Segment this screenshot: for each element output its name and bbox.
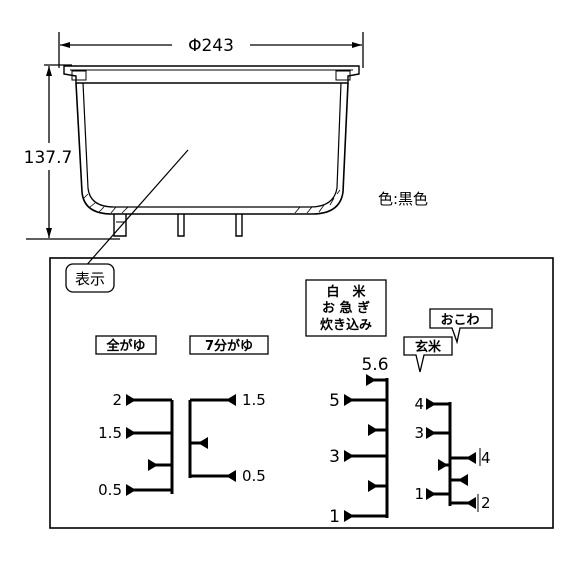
zengayu-mark-1-5: 1.5 (98, 424, 122, 442)
hakumai-mark-5-6: 5.6 (361, 355, 388, 375)
markings-panel (49, 257, 554, 529)
genmai-mark-4: 4 (414, 395, 424, 413)
nanabu-mark-1-5: 1.5 (242, 391, 266, 409)
okowa-mark-2: 2 (481, 494, 491, 512)
genmai-callout: 玄米 (403, 336, 453, 373)
zengayu-mark-2: 2 (112, 391, 122, 409)
hakumai-label-line-3: 炊き込み (320, 317, 372, 333)
zengayu-mark-0-5: 0.5 (98, 481, 122, 499)
hakumai-label-line-1: 白 米 (326, 284, 366, 300)
hakumai-label-line-2: お 急 ぎ (322, 300, 370, 316)
hakumai-mark-3: 3 (329, 447, 340, 467)
okowa-label: おこわ (440, 313, 479, 328)
genmai-mark-1: 1 (414, 485, 424, 503)
display-callout: 表示 (65, 263, 115, 293)
scale-nanabu: 7分がゆ 1.5 0.5 (188, 335, 269, 485)
okowa-callout: おこわ (429, 308, 493, 345)
hakumai-mark-5: 5 (329, 391, 340, 411)
nanabu-mark-0-5: 0.5 (242, 467, 266, 485)
display-callout-label: 表示 (75, 270, 105, 288)
scale-genmai-okowa: 4 3 1 4 2 (414, 395, 491, 512)
genmai-label: 玄米 (415, 339, 442, 355)
nanabu-label: 7分がゆ (205, 338, 253, 354)
genmai-mark-3: 3 (414, 424, 424, 442)
pot-cross-section: Φ243 137.7 (24, 32, 364, 269)
scale-zengayu: 全がゆ 2 1.5 0.5 (95, 335, 174, 499)
okowa-mark-4: 4 (481, 449, 491, 467)
hakumai-mark-1: 1 (329, 507, 340, 527)
zengayu-label: 全がゆ (105, 338, 145, 354)
height-label: 137.7 (24, 148, 73, 168)
scale-hakumai: 白 米 お 急 ぎ 炊き込み 5.6 5 3 1 (305, 279, 389, 527)
color-note: 色:黒色 (378, 190, 428, 208)
diameter-label: Φ243 (188, 36, 234, 56)
